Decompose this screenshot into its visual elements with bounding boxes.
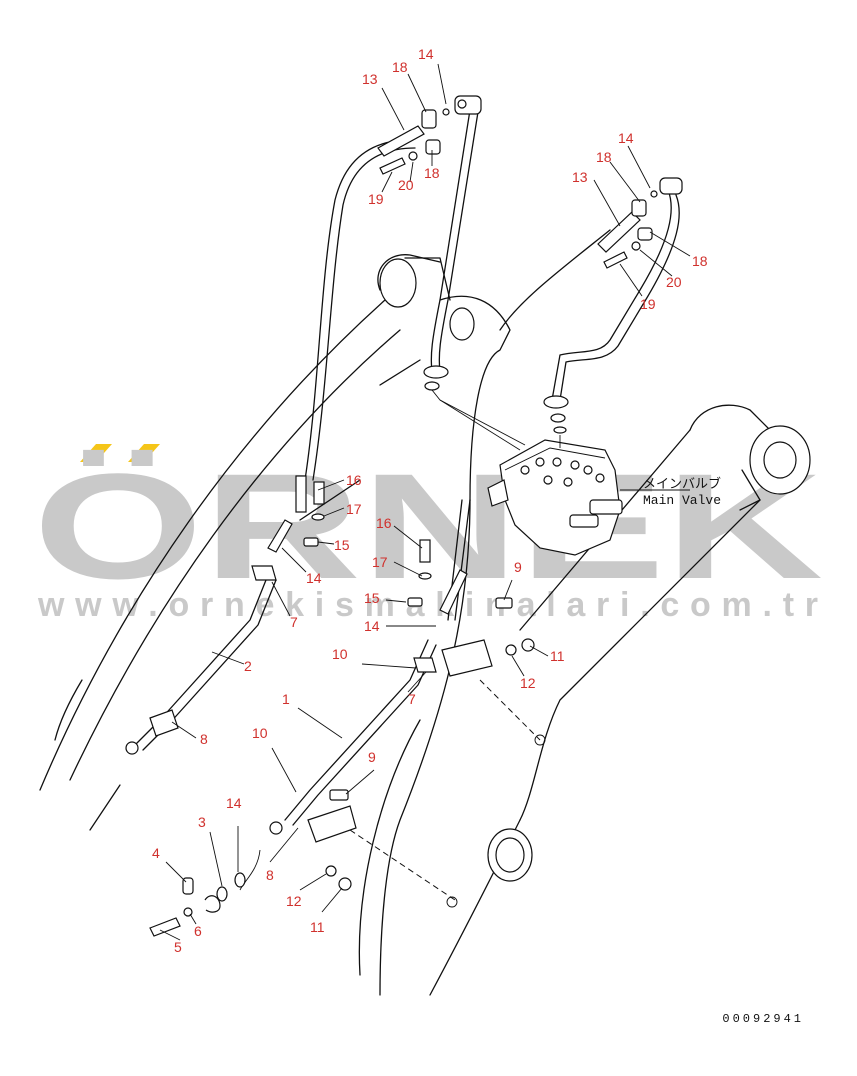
callout-13-upper: 13 [362, 71, 378, 87]
callout-13-right: 13 [572, 169, 588, 185]
watermark-accent-right [128, 444, 160, 462]
callout-10-lower: 10 [252, 725, 268, 741]
callout-15-center: 15 [364, 590, 380, 606]
callout-1: 1 [282, 691, 290, 707]
watermark: ÖRNEK www.ornekismakinalari.com.tr [33, 442, 823, 624]
leader-lines [159, 63, 691, 941]
callout-11-center: 11 [550, 648, 565, 664]
callout-17-center: 17 [372, 554, 388, 570]
main-valve-label: メインバルブ Main Valve [643, 476, 721, 508]
callout-14-center: 14 [364, 618, 380, 634]
callout-14-upper: 14 [418, 46, 434, 62]
callout-18-upper-b: 18 [424, 165, 440, 181]
callout-18-right-b: 18 [692, 253, 708, 269]
callout-12-center: 12 [520, 675, 536, 691]
callout-5: 5 [174, 939, 182, 955]
callout-12-lower: 12 [286, 893, 302, 909]
callout-7-center: 7 [408, 691, 416, 707]
callout-9-center: 9 [514, 559, 522, 575]
callout-7-left: 7 [290, 614, 298, 630]
callout-16-left: 16 [346, 472, 362, 488]
callout-4: 4 [152, 845, 160, 861]
callout-20-upper: 20 [398, 177, 414, 193]
callout-16-center: 16 [376, 515, 392, 531]
callout-14-left: 14 [306, 570, 322, 586]
main-valve-label-jp: メインバルブ [643, 476, 721, 491]
callout-11-lower: 11 [310, 919, 325, 935]
callouts: 13 18 14 19 20 18 14 18 13 18 20 19 16 1… [152, 46, 708, 955]
callout-15-left: 15 [334, 537, 350, 553]
callout-14-lower: 14 [226, 795, 242, 811]
callout-3: 3 [198, 814, 206, 830]
figure-code: 00092941 [722, 1012, 804, 1026]
watermark-accent-left [80, 444, 112, 462]
main-valve [431, 389, 690, 556]
callout-18-upper: 18 [392, 59, 408, 75]
callout-6: 6 [194, 923, 202, 939]
boom-structure [39, 254, 811, 996]
callout-17-left: 17 [346, 501, 362, 517]
fittings [125, 95, 683, 937]
callout-9-lower: 9 [368, 749, 376, 765]
callout-19-right: 19 [640, 296, 656, 312]
callout-8-lower: 8 [266, 867, 274, 883]
callout-2: 2 [244, 658, 252, 674]
main-valve-label-en: Main Valve [643, 493, 721, 508]
callout-19-upper: 19 [368, 191, 384, 207]
callout-14-right: 14 [618, 130, 634, 146]
watermark-brand: ÖRNEK [33, 442, 823, 610]
callout-20-right: 20 [666, 274, 682, 290]
callout-10-center: 10 [332, 646, 348, 662]
callout-8-left: 8 [200, 731, 208, 747]
callout-18-right: 18 [596, 149, 612, 165]
